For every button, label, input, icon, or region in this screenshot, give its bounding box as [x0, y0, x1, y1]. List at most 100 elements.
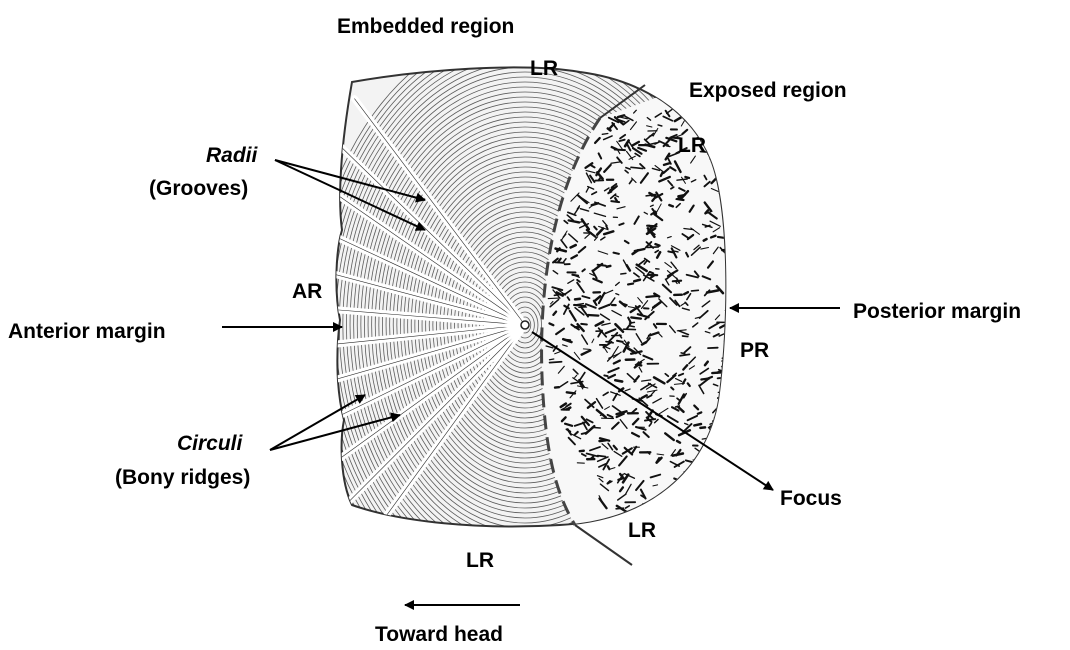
exposed-texture-mark: [719, 442, 728, 443]
exposed-texture-mark: [721, 430, 725, 438]
lr-bottom-label: LR: [466, 549, 494, 572]
exposed-texture-mark: [769, 122, 772, 125]
exposed-texture-mark: [698, 508, 709, 509]
exposed-texture-mark: [741, 485, 749, 487]
exposed-texture-mark: [676, 406, 680, 407]
exposed-texture-mark: [756, 437, 761, 438]
exposed-texture-mark: [717, 161, 728, 166]
exposed-texture-mark: [729, 420, 734, 427]
exposed-texture-mark: [740, 125, 746, 126]
exposed-texture-mark: [740, 143, 743, 146]
exposed-texture-mark: [745, 453, 754, 458]
exposed-texture-mark: [726, 215, 733, 218]
exposed-texture-mark: [736, 184, 743, 188]
exposed-texture-mark: [687, 506, 693, 509]
ar-label: AR: [292, 280, 322, 303]
exposed-texture-mark: [648, 506, 656, 509]
exposed-texture-mark: [713, 421, 719, 430]
toward-head-label: Toward head: [375, 623, 503, 646]
exposed-texture-mark: [744, 436, 746, 439]
exposed-texture-mark: [752, 519, 756, 525]
exposed-texture-mark: [731, 203, 734, 206]
exposed-texture-mark: [668, 516, 672, 518]
exposed-texture-mark: [753, 156, 760, 160]
exposed-texture-mark: [747, 220, 758, 221]
exposed-texture-mark: [720, 128, 724, 134]
exposed-texture-mark: [710, 153, 716, 159]
exposed-texture-mark: [703, 528, 710, 533]
exposed-texture-mark: [709, 436, 717, 440]
exposed-texture-mark: [658, 125, 662, 126]
exposed-texture-mark: [750, 484, 756, 490]
exposed-texture-mark: [685, 475, 692, 479]
exposed-texture-mark: [673, 518, 681, 519]
exposed-texture-mark: [733, 448, 739, 452]
exposed-texture-mark: [704, 468, 711, 469]
exposed-texture-mark: [755, 145, 761, 149]
exposed-texture-mark: [772, 160, 781, 165]
exposed-texture-mark: [788, 109, 794, 110]
exposed-texture-mark: [691, 290, 698, 291]
exposed-texture-mark: [685, 177, 689, 178]
exposed-texture-mark: [759, 475, 765, 478]
exposed-texture-mark: [684, 472, 692, 479]
exposed-texture-mark: [717, 126, 726, 127]
exposed-texture-mark: [731, 261, 735, 267]
exposed-texture-mark: [749, 416, 754, 418]
exposed-texture-mark: [712, 153, 719, 159]
exposed-texture-mark: [707, 508, 709, 511]
exposed-texture-mark: [722, 478, 729, 479]
exposed-texture-mark: [778, 116, 784, 120]
exposed-texture-mark: [599, 440, 605, 441]
exposed-texture-mark: [729, 520, 736, 523]
exposed-texture-mark: [690, 111, 696, 112]
exposed-texture-mark: [784, 116, 788, 123]
exposed-texture-mark: [711, 127, 721, 128]
exposed-texture-mark: [717, 149, 724, 150]
exposed-texture-mark: [727, 171, 736, 174]
exposed-texture-mark: [746, 221, 752, 230]
exposed-texture-mark: [704, 239, 707, 241]
exposed-texture-mark: [756, 114, 766, 121]
exposed-texture-mark: [745, 113, 750, 114]
exposed-texture-mark: [745, 124, 751, 125]
exposed-region-label: Exposed region: [689, 79, 847, 102]
exposed-texture-mark: [701, 378, 709, 379]
exposed-texture-mark: [750, 154, 753, 156]
exposed-texture-mark: [604, 375, 607, 376]
exposed-texture-mark: [756, 134, 761, 136]
exposed-texture-mark: [661, 173, 663, 176]
exposed-texture-mark: [727, 242, 737, 243]
exposed-texture-mark: [768, 167, 775, 171]
exposed-texture-mark: [701, 514, 708, 521]
exposed-texture-mark: [729, 319, 737, 321]
exposed-texture-mark: [713, 110, 718, 112]
exposed-texture-mark: [683, 336, 688, 337]
exposed-texture-mark: [572, 275, 578, 276]
exposed-texture-mark: [710, 146, 715, 147]
exposed-texture-mark: [711, 129, 718, 138]
lr-upper-right-label: LR: [678, 134, 706, 157]
exposed-texture-mark: [656, 512, 664, 514]
exposed-texture-mark: [743, 108, 753, 113]
exposed-texture-mark: [749, 229, 755, 231]
exposed-texture-mark: [732, 452, 741, 454]
exposed-texture-mark: [714, 122, 718, 126]
exposed-texture-mark: [776, 146, 780, 149]
exposed-texture-mark: [753, 144, 758, 145]
exposed-texture-mark: [725, 506, 733, 509]
exposed-texture-mark: [708, 151, 711, 154]
exposed-texture-mark: [759, 181, 764, 185]
exposed-texture-mark: [722, 137, 731, 143]
radii-label: Radii: [206, 144, 259, 167]
exposed-texture-mark: [575, 299, 580, 300]
exposed-texture-mark: [727, 147, 731, 149]
exposed-texture-mark: [623, 520, 625, 523]
exposed-texture-mark: [619, 523, 628, 529]
exposed-texture-mark: [608, 466, 610, 469]
exposed-texture-mark: [693, 506, 698, 510]
exposed-texture-mark: [763, 156, 768, 160]
exposed-texture-mark: [732, 500, 734, 503]
exposed-texture-mark: [751, 439, 760, 444]
